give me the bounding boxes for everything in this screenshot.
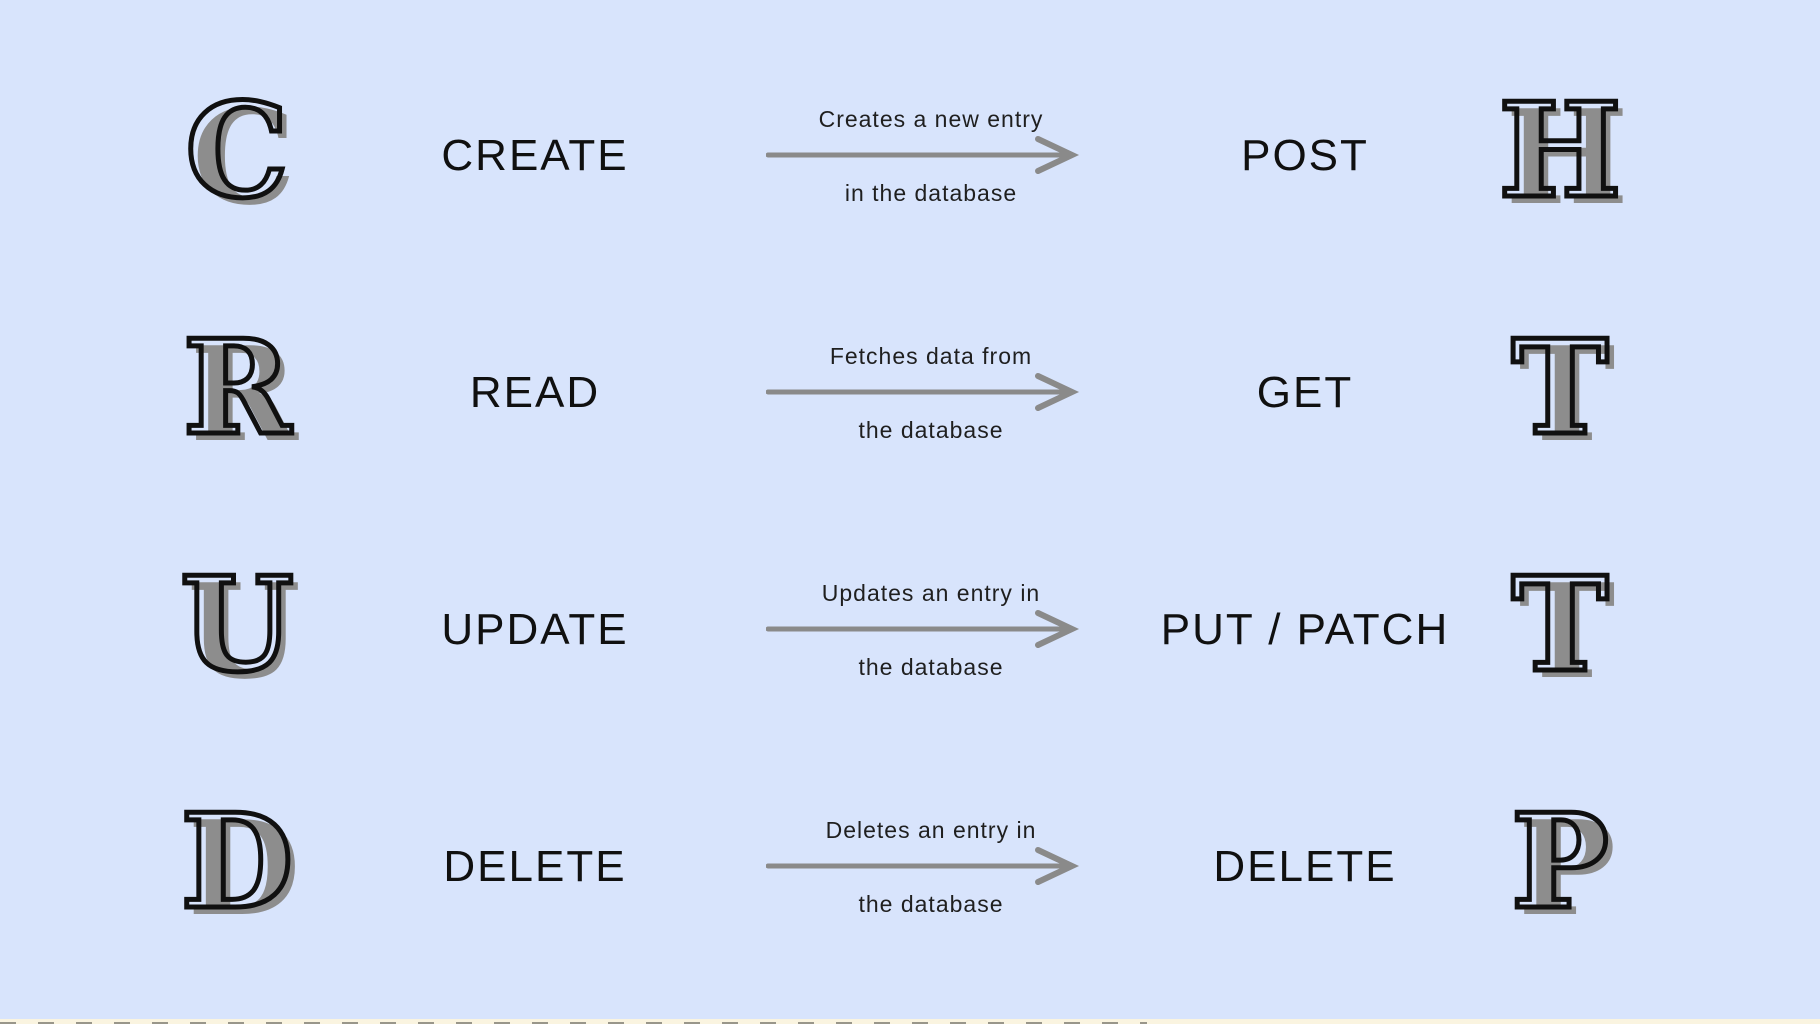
mapping-row-update: U U UPDATE Updates an entry in the datab…: [0, 511, 1820, 748]
arrow-description-line1: Fetches data from: [829, 342, 1033, 369]
http-word-cell: POST: [1118, 37, 1432, 274]
crud-word-cell: UPDATE: [384, 511, 731, 748]
drop-cap-letter-t: T T: [1509, 331, 1616, 455]
mapping-arrow-block: Updates an entry in the database: [766, 579, 1096, 681]
http-method-label: DELETE: [1213, 841, 1397, 891]
arrow-cell: Fetches data from the database: [731, 274, 1118, 511]
arrow-description-line1: Deletes an entry in: [825, 816, 1037, 843]
drop-cap-letter-u: U U: [178, 568, 301, 692]
letter-shadow: D: [188, 805, 301, 929]
right-arrow-icon: [766, 372, 1080, 411]
mapping-row-delete: D D DELETE Deletes an entry in the datab…: [0, 748, 1820, 985]
crud-word-cell: CREATE: [384, 37, 731, 274]
letter-outline: R: [183, 331, 292, 455]
letter-outline: P: [1511, 805, 1609, 929]
mapping-rows: C C CREATE Creates a new entry in the da…: [0, 37, 1820, 985]
letter-shadow: T: [1519, 331, 1616, 455]
http-method-label: GET: [1256, 367, 1354, 417]
crud-word-cell: DELETE: [384, 748, 731, 985]
http-initial-cell: P P: [1432, 748, 1820, 985]
arrow-description-line2: the database: [858, 890, 1004, 917]
crud-initial-cell: D D: [0, 748, 384, 985]
drop-cap-letter-p: P P: [1509, 805, 1616, 929]
crud-operation-label: CREATE: [441, 130, 629, 180]
letter-outline: U: [180, 568, 293, 692]
letter-shadow: T: [1519, 568, 1616, 692]
http-initial-cell: T T: [1432, 511, 1820, 748]
right-arrow-icon: [766, 609, 1080, 648]
drop-cap-letter-c: C C: [183, 94, 296, 218]
arrow-cell: Updates an entry in the database: [731, 511, 1118, 748]
letter-shadow: H: [1506, 94, 1629, 218]
bottom-edge-marks: [0, 1022, 1147, 1024]
arrow-description-line1: Updates an entry in: [821, 579, 1041, 606]
mapping-row-create: C C CREATE Creates a new entry in the da…: [0, 37, 1820, 274]
http-method-label: PUT / PATCH: [1160, 604, 1450, 654]
crud-operation-label: DELETE: [443, 841, 627, 891]
crud-operation-label: READ: [469, 367, 601, 417]
mapping-arrow-block: Creates a new entry in the database: [766, 105, 1096, 207]
letter-shadow: R: [190, 331, 299, 455]
http-word-cell: PUT / PATCH: [1118, 511, 1447, 748]
letter-outline: D: [181, 805, 294, 929]
letter-outline: T: [1512, 568, 1609, 692]
drop-cap-letter-t: T T: [1509, 568, 1616, 692]
arrow-description-line1: Creates a new entry: [818, 105, 1044, 132]
arrow-description-line2: the database: [858, 416, 1004, 443]
arrow-cell: Creates a new entry in the database: [731, 37, 1118, 274]
mapping-row-read: R R READ Fetches data from the database: [0, 274, 1820, 511]
crud-initial-cell: R R: [0, 274, 384, 511]
crud-operation-label: UPDATE: [441, 604, 629, 654]
letter-shadow: C: [192, 94, 295, 218]
arrow-description-line2: the database: [858, 653, 1004, 680]
right-arrow-icon: [766, 135, 1080, 174]
right-arrow-icon: [766, 846, 1080, 885]
arrow-cell: Deletes an entry in the database: [731, 748, 1118, 985]
letter-shadow: P: [1518, 805, 1616, 929]
crud-initial-cell: U U: [0, 511, 384, 748]
mapping-arrow-block: Fetches data from the database: [766, 342, 1096, 444]
drop-cap-letter-r: R R: [180, 331, 299, 455]
http-word-cell: DELETE: [1118, 748, 1432, 985]
http-word-cell: GET: [1118, 274, 1432, 511]
crud-word-cell: READ: [384, 274, 731, 511]
drop-cap-letter-h: H H: [1496, 94, 1629, 218]
arrow-description-line2: in the database: [844, 179, 1018, 206]
drop-cap-letter-d: D D: [178, 805, 301, 929]
http-initial-cell: T T: [1432, 274, 1820, 511]
letter-outline: H: [1499, 94, 1622, 218]
letter-outline: T: [1512, 331, 1609, 455]
letter-outline: C: [185, 94, 288, 218]
http-method-label: POST: [1241, 130, 1369, 180]
crud-initial-cell: C C: [0, 37, 384, 274]
http-initial-cell: H H: [1432, 37, 1820, 274]
mapping-arrow-block: Deletes an entry in the database: [766, 816, 1096, 918]
letter-shadow: U: [187, 568, 300, 692]
bottom-edge-strip: [0, 1019, 1820, 1024]
